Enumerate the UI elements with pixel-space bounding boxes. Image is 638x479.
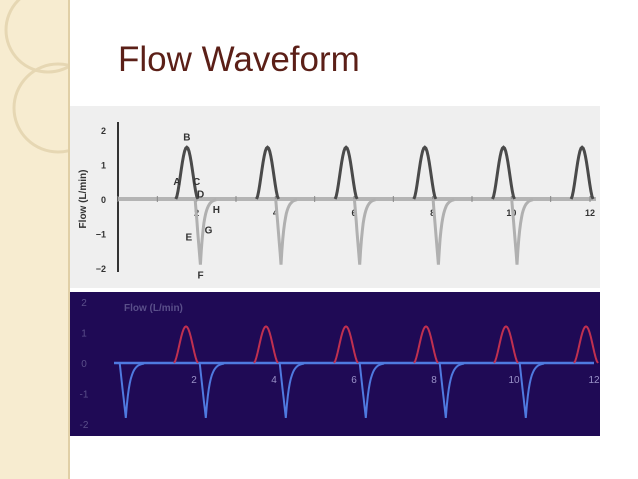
- expiratory-flow-curve: [118, 362, 145, 419]
- inspiratory-flow-curve: [253, 325, 279, 364]
- y-axis-title: Flow (L/min): [78, 170, 89, 229]
- expiratory-flow-curve: [438, 362, 465, 419]
- inspiratory-flow-curve: [174, 145, 200, 200]
- expiratory-flow-curve: [431, 198, 455, 265]
- inspiratory-flow-curve: [493, 325, 519, 364]
- y-tick-label: 1: [101, 161, 106, 171]
- expiratory-flow-curve: [198, 362, 225, 419]
- annotation-label: D: [197, 189, 204, 200]
- chart-title: Flow (L/min): [124, 303, 183, 314]
- annotation-label: F: [198, 270, 204, 281]
- inspiratory-flow-curve: [255, 145, 280, 200]
- annotation-label: G: [205, 226, 213, 237]
- x-tick-label: 8: [431, 375, 437, 386]
- y-tick-label: 1: [81, 329, 87, 340]
- expiratory-flow-curve: [352, 198, 376, 265]
- slide-title: Flow Waveform: [118, 40, 360, 79]
- annotation-label: A: [173, 177, 180, 188]
- slide-side-band: [0, 0, 68, 479]
- inspiratory-flow-curve: [491, 145, 516, 200]
- annotation-label: C: [193, 177, 200, 188]
- y-tick-label: -1: [80, 390, 89, 401]
- expiratory-flow-curve: [278, 362, 305, 419]
- inspiratory-flow-curve: [413, 325, 439, 364]
- x-tick-label: 10: [506, 208, 516, 218]
- inspiratory-flow-curve: [569, 145, 595, 200]
- y-tick-label: 0: [81, 359, 87, 370]
- inspiratory-flow-curve: [173, 325, 199, 364]
- decorative-circles: [4, 0, 68, 154]
- expiratory-flow-curve: [510, 198, 534, 265]
- x-tick-label: 10: [508, 375, 520, 386]
- annotation-label: H: [213, 205, 220, 216]
- y-tick-label: -2: [80, 420, 89, 431]
- y-tick-label: −2: [96, 264, 106, 274]
- inspiratory-flow-curve: [333, 145, 359, 200]
- inspiratory-flow-curve: [333, 325, 359, 364]
- expiratory-flow-curve: [518, 362, 545, 419]
- annotation-label: B: [183, 132, 190, 143]
- x-tick-label: 6: [351, 208, 356, 218]
- x-tick-label: 2: [191, 375, 197, 386]
- x-tick-label: 4: [271, 375, 277, 386]
- expiratory-flow-curve: [358, 362, 385, 419]
- expiratory-flow-curve: [193, 198, 217, 265]
- y-tick-label: 2: [81, 298, 87, 309]
- inspiratory-flow-curve: [412, 145, 438, 200]
- x-tick-label: 12: [588, 375, 600, 386]
- side-band-edge: [68, 0, 70, 479]
- x-tick-label: 6: [351, 375, 357, 386]
- x-tick-label: 4: [273, 208, 278, 218]
- y-tick-label: −1: [96, 230, 106, 240]
- x-tick-label: 12: [585, 208, 595, 218]
- expiratory-flow-curve: [274, 198, 298, 265]
- annotation-label: E: [185, 232, 192, 243]
- y-tick-label: 0: [101, 195, 106, 205]
- y-tick-label: 2: [101, 126, 106, 136]
- inspiratory-flow-curve: [573, 325, 599, 364]
